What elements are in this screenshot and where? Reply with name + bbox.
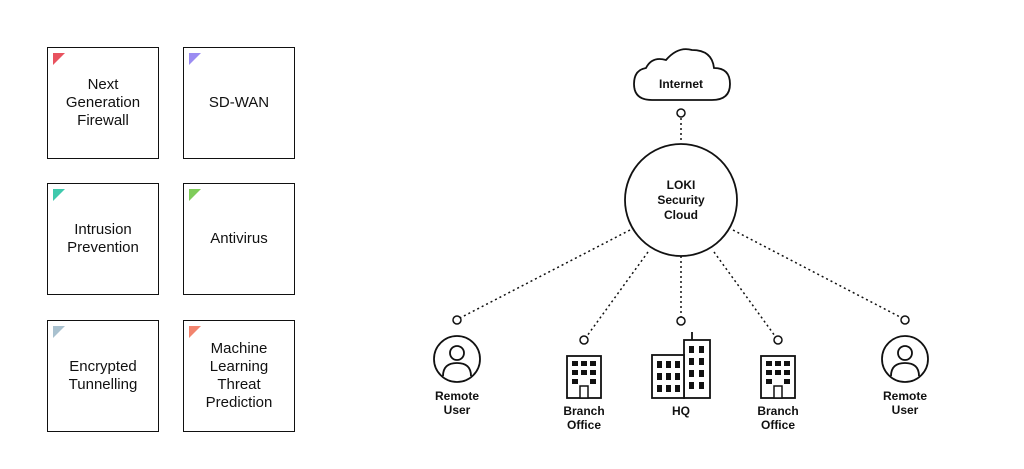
link-endpoint xyxy=(676,108,686,118)
remote-user-label-line2: User xyxy=(444,403,471,417)
building-icon xyxy=(566,355,602,399)
corner-marker xyxy=(189,189,201,201)
corner-marker xyxy=(189,53,201,65)
internet-cloud-icon xyxy=(633,48,731,101)
remote-user-label-line2: User xyxy=(892,403,919,417)
link-branch-office-left xyxy=(586,251,649,337)
branch-office-label-line1: Branch xyxy=(757,404,798,418)
link-endpoint xyxy=(452,315,462,325)
corner-marker xyxy=(189,326,201,338)
link-remote-user-right xyxy=(732,229,903,319)
remote-user-label-line1: Remote xyxy=(883,389,927,403)
link-endpoint xyxy=(579,335,589,345)
feature-card-antivirus: Antivirus xyxy=(183,183,295,295)
hq-building-icon xyxy=(651,332,711,399)
feature-label: Antivirus xyxy=(210,230,268,247)
link-endpoint xyxy=(676,316,686,326)
hub-label-line3: Cloud xyxy=(664,208,698,222)
hub-label-line1: LOKI xyxy=(667,178,696,192)
corner-marker xyxy=(53,53,65,65)
remote-user-icon xyxy=(433,335,481,383)
branch-office-label-line1: Branch xyxy=(563,404,604,418)
link-endpoint xyxy=(900,315,910,325)
feature-card-sd-wan: SD-WAN xyxy=(183,47,295,159)
hub-label-line2: Security xyxy=(657,193,705,207)
link-branch-office-right xyxy=(713,251,776,337)
link-endpoint xyxy=(773,335,783,345)
corner-marker xyxy=(53,189,65,201)
branch-office-label-line2: Office xyxy=(761,418,795,432)
building-icon xyxy=(760,355,796,399)
link-remote-user-left xyxy=(459,229,631,319)
remote-user-icon xyxy=(881,335,929,383)
feature-label: SD-WAN xyxy=(208,94,270,111)
internet-label: Internet xyxy=(659,77,703,91)
branch-office-label-line2: Office xyxy=(567,418,601,432)
corner-marker xyxy=(53,326,65,338)
hq-label: HQ xyxy=(672,404,690,418)
remote-user-label-line1: Remote xyxy=(435,389,479,403)
